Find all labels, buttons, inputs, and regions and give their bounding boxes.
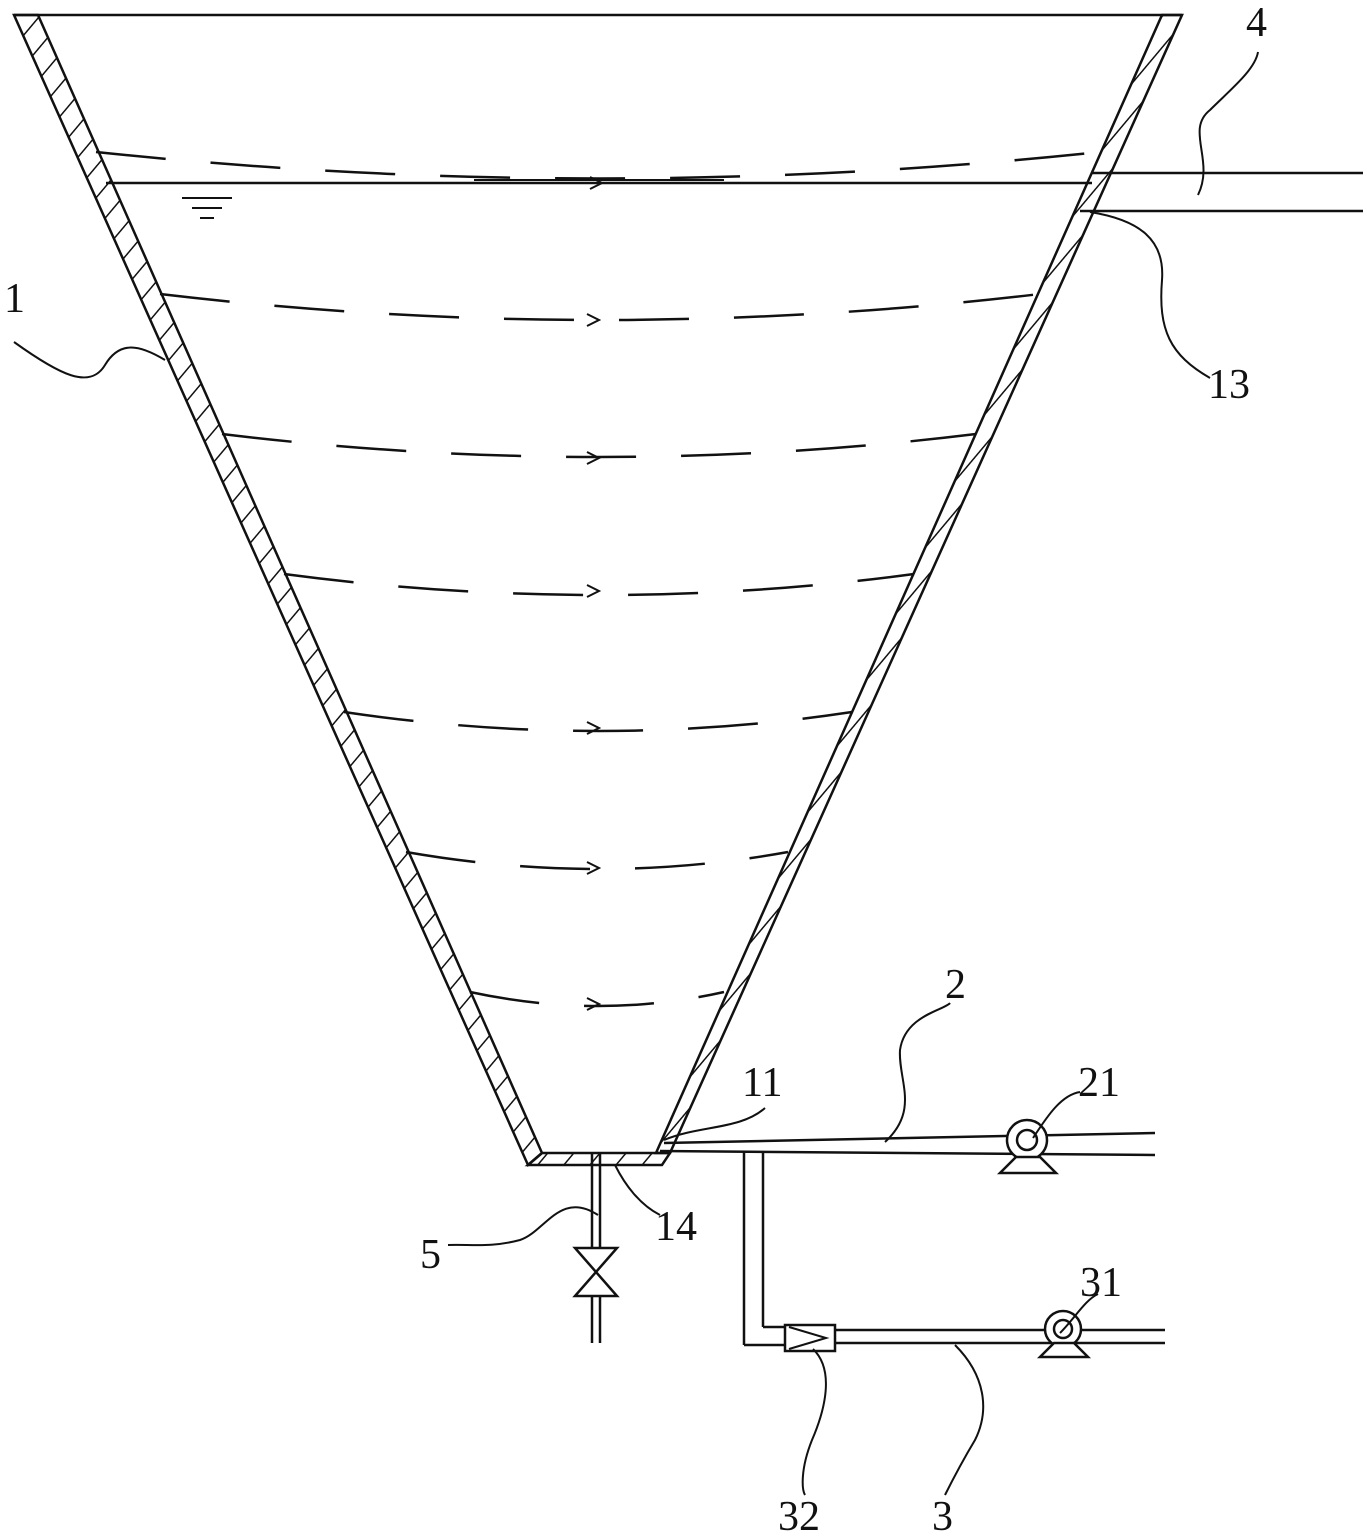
leader-inlet-pump xyxy=(1032,1091,1081,1139)
feed-pipe xyxy=(835,1328,1165,1345)
leader-drain-pipe xyxy=(447,1206,599,1247)
label-overflow-port: 13 xyxy=(1208,362,1250,408)
flow-line xyxy=(405,850,789,871)
label-outlet-pipe: 4 xyxy=(1246,0,1267,46)
flow-line xyxy=(221,432,977,459)
leader-mixer xyxy=(801,1348,827,1496)
feed-pump xyxy=(1036,1309,1092,1359)
flow-line xyxy=(343,710,853,733)
outlet-pipe xyxy=(1080,171,1363,213)
drain-valve xyxy=(572,1246,620,1298)
leader-overflow-port xyxy=(1089,211,1211,379)
leader-feed-pipe xyxy=(944,1344,985,1496)
leader-inlet-pipe xyxy=(884,1002,951,1143)
label-drain-port: 14 xyxy=(655,1204,697,1250)
flow-line xyxy=(95,150,1101,180)
inlet-pipe xyxy=(659,1131,1156,1157)
label-inlet-pipe: 2 xyxy=(945,962,966,1008)
part-labels: 1 4 13 11 2 21 5 14 31 32 3 xyxy=(4,0,1267,1537)
leader-inlet-port xyxy=(663,1107,766,1141)
flow-arrow xyxy=(586,861,602,875)
flow-arrow xyxy=(586,721,602,735)
flow-lines xyxy=(95,150,1101,1011)
label-feed-pump: 31 xyxy=(1080,1260,1122,1306)
water-surface xyxy=(106,176,1092,219)
flow-arrow xyxy=(586,997,602,1011)
leader-drain-port xyxy=(614,1164,661,1216)
tank xyxy=(12,13,1184,1168)
drain-pipe xyxy=(590,1153,602,1343)
leader-outlet-pipe xyxy=(1197,51,1259,196)
tank-right-wall xyxy=(654,13,1184,1155)
flow-arrow xyxy=(586,584,602,598)
flow-line xyxy=(469,990,725,1008)
flow-arrow xyxy=(586,451,602,465)
label-feed-pipe: 3 xyxy=(932,1494,953,1537)
label-drain-pipe: 5 xyxy=(420,1232,441,1278)
mixer xyxy=(783,1323,837,1353)
flow-line xyxy=(159,292,1041,322)
label-inlet-port: 11 xyxy=(742,1060,782,1106)
water-level-symbol xyxy=(182,197,232,219)
leader-feed-pump xyxy=(1059,1293,1099,1334)
branch-pipe xyxy=(742,1151,785,1347)
leader-tank xyxy=(13,341,166,379)
leader-lines xyxy=(13,51,1259,1496)
label-tank: 1 xyxy=(4,276,25,322)
label-inlet-pump: 21 xyxy=(1078,1060,1120,1106)
label-mixer: 32 xyxy=(778,1494,820,1537)
flow-arrow xyxy=(586,313,602,327)
inlet-pump xyxy=(996,1118,1060,1175)
